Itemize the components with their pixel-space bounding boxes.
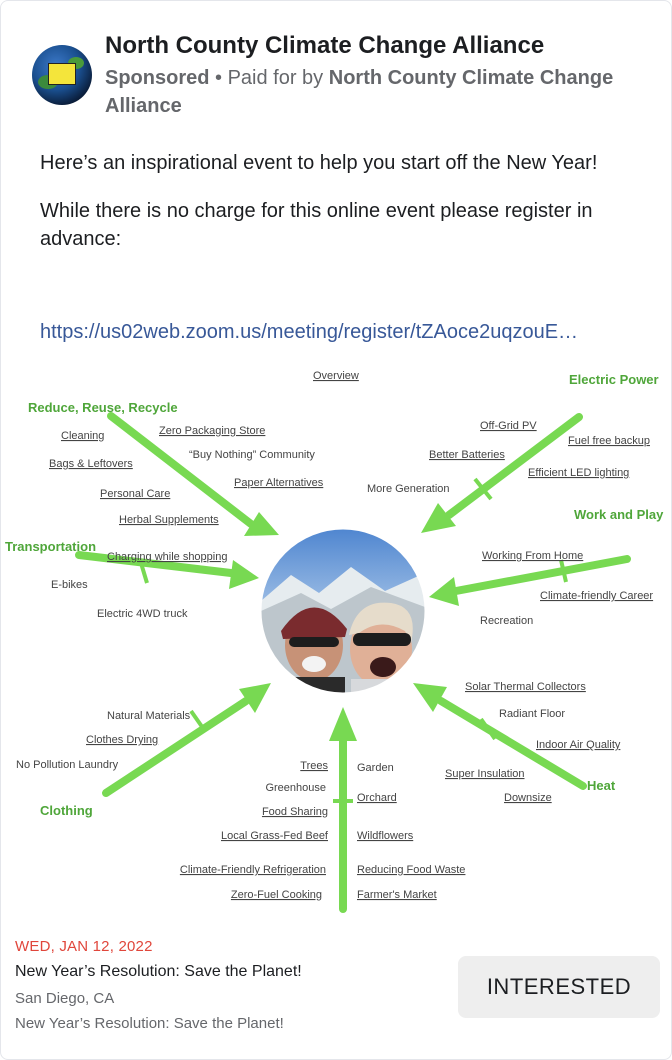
event-title[interactable]: New Year’s Resolution: Save the Planet! <box>15 963 302 980</box>
interested-button[interactable]: INTERESTED <box>458 956 660 1018</box>
page-name-link[interactable]: North County Climate Change Alliance <box>105 32 545 59</box>
label-better-batteries: Better Batteries <box>429 449 505 461</box>
arrow-electric <box>445 413 583 519</box>
label-super-insulation: Super Insulation <box>445 768 525 780</box>
post-paragraph: While there is no charge for this online… <box>40 200 593 250</box>
label-greenhouse: Greenhouse <box>265 782 326 794</box>
event-date: WED, JAN 12, 2022 <box>15 938 153 955</box>
label-personal-care: Personal Care <box>100 488 170 500</box>
category-work: Work and Play <box>574 507 664 522</box>
avatar-sign <box>48 63 76 85</box>
category-heat: Heat <box>587 778 616 793</box>
arrowhead-clothing <box>239 683 271 713</box>
label-indoor-air: Indoor Air Quality <box>536 739 621 751</box>
label-solar-thermal: Solar Thermal Collectors <box>465 681 586 693</box>
arrow-transport <box>75 551 235 577</box>
label-clothes-drying: Clothes Drying <box>86 734 158 746</box>
page-avatar[interactable] <box>32 45 92 105</box>
category-transportation: Transportation <box>5 539 96 554</box>
label-offgrid: Off-Grid PV <box>480 420 537 432</box>
label-recreation: Recreation <box>480 615 533 627</box>
registration-link[interactable]: https://us02web.zoom.us/meeting/register… <box>40 321 579 343</box>
center-photo <box>260 528 426 694</box>
arrow-ticks <box>139 477 568 803</box>
label-bags: Bags & Leftovers <box>49 458 133 470</box>
label-climate-career: Climate-friendly Career <box>540 590 653 602</box>
label-herbal: Herbal Supplements <box>119 514 219 526</box>
label-wildflowers: Wildflowers <box>357 830 414 842</box>
post-paragraph: Here’s an inspirational event to help yo… <box>40 152 598 174</box>
separator-dot: • <box>209 67 228 89</box>
label-reducing-waste: Reducing Food Waste <box>357 864 465 876</box>
infographic-title: Overview <box>313 370 359 382</box>
arrowhead-reduce <box>244 512 279 536</box>
label-fuel-free: Fuel free backup <box>568 435 650 447</box>
category-reduce: Reduce, Reuse, Recycle <box>28 400 178 415</box>
label-food-sharing: Food Sharing <box>262 806 328 818</box>
arrowhead-transport <box>229 560 259 589</box>
label-electric-4wd: Electric 4WD truck <box>97 608 188 620</box>
category-electric: Electric Power <box>569 372 659 387</box>
label-farmers-market: Farmer's Market <box>357 889 437 901</box>
event-location: San Diego, CA <box>15 990 115 1007</box>
arrowhead-electric <box>421 503 456 533</box>
category-clothing: Clothing <box>40 803 93 818</box>
arrow-reduce <box>107 412 255 528</box>
label-charging: Charging while shopping <box>107 551 227 563</box>
paid-for-name[interactable]: North County Climate Change Alliance <box>105 67 614 117</box>
infographic-svg: Overview Reduce, Reuse, Recycle Electric… <box>5 370 664 913</box>
arrowhead-work <box>429 577 459 606</box>
label-radiant-floor: Radiant Floor <box>499 708 565 720</box>
arrows-group <box>75 412 631 913</box>
arrowhead-food <box>329 707 357 741</box>
infographic-image[interactable]: Overview Reduce, Reuse, Recycle Electric… <box>1 361 672 919</box>
arrowhead-heat <box>413 683 447 712</box>
label-paper-alternatives: Paper Alternatives <box>234 477 324 489</box>
label-cleaning: Cleaning <box>61 430 104 442</box>
label-natural-materials: Natural Materials <box>107 710 191 722</box>
paid-for-prefix: Paid for by <box>227 67 329 89</box>
label-buy-nothing: “Buy Nothing” Community <box>189 449 315 461</box>
sponsored-label[interactable]: Sponsored <box>105 67 210 89</box>
arrow-heat <box>437 697 587 790</box>
label-more-generation: More Generation <box>367 483 450 495</box>
arrow-work <box>452 555 631 595</box>
label-efficient-led: Efficient LED lighting <box>528 467 629 479</box>
label-climate-fridge: Climate-Friendly Refrigeration <box>180 864 326 876</box>
post-message: Here’s an inspirational event to help yo… <box>40 149 650 273</box>
label-zero-packaging: Zero Packaging Store <box>159 425 265 437</box>
label-working-home: Working From Home <box>482 550 583 562</box>
label-zero-fuel: Zero-Fuel Cooking <box>231 889 322 901</box>
label-orchard: Orchard <box>357 792 397 804</box>
label-downsize: Downsize <box>504 792 552 804</box>
label-no-pollution: No Pollution Laundry <box>16 759 119 771</box>
sponsored-line: Sponsored • Paid for by North County Cli… <box>105 64 645 120</box>
label-garden: Garden <box>357 762 394 774</box>
label-grass-fed: Local Grass-Fed Beef <box>221 830 329 842</box>
label-trees: Trees <box>300 760 328 772</box>
label-ebikes: E-bikes <box>51 579 88 591</box>
event-subtitle: New Year’s Resolution: Save the Planet! <box>15 1015 284 1032</box>
arrow-clothing <box>102 697 250 797</box>
